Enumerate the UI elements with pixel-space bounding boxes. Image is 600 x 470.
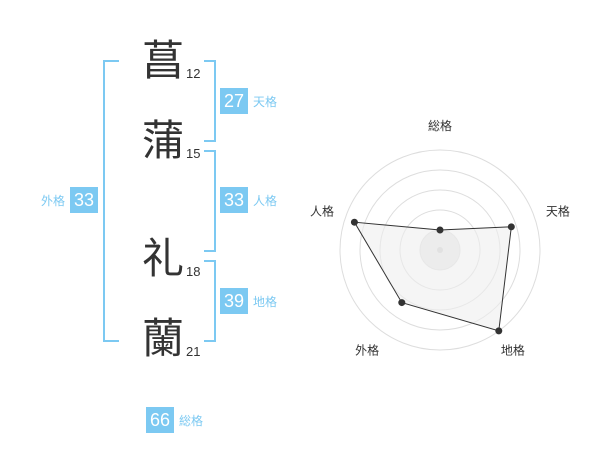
chikaku-label: 地格 [253, 294, 278, 309]
gaikaku-value: 33 [70, 187, 99, 213]
radar-point-5 [350, 218, 358, 226]
tenkaku-bracket [204, 60, 216, 142]
jinkaku-bracket [204, 150, 216, 252]
stroke-count-3: 18 [186, 264, 201, 279]
name-char-3: 礼 [142, 234, 185, 283]
chikaku-badge: 39 地格 [220, 288, 277, 314]
name-char-2: 蒲 [142, 116, 185, 165]
radar-point-1 [436, 226, 444, 234]
stroke-count-1: 12 [186, 66, 201, 81]
name-char-4: 蘭 [142, 314, 185, 363]
jinkaku-badge: 33 人格 [220, 187, 277, 213]
gaikaku-badge: 外格 33 [41, 187, 99, 213]
jinkaku-value: 33 [220, 187, 249, 213]
tenkaku-badge: 27 天格 [220, 88, 277, 114]
radar-series-polygon [353, 221, 512, 332]
radar-axis-label-1: 総格 [428, 118, 452, 133]
tenkaku-value: 27 [220, 88, 249, 114]
soukaku-badge: 66 総格 [146, 407, 203, 433]
radar-point-4 [398, 299, 406, 307]
soukaku-value: 66 [146, 407, 175, 433]
radar-axis-label-3: 地格 [501, 342, 525, 357]
radar-axis-label-5: 人格 [310, 204, 334, 219]
stroke-count-4: 21 [186, 344, 201, 359]
stroke-count-2: 15 [186, 146, 201, 161]
radar-point-2 [507, 223, 515, 231]
tenkaku-label: 天格 [253, 94, 278, 109]
chikaku-value: 39 [220, 288, 249, 314]
chikaku-bracket [204, 260, 216, 342]
radar-point-3 [495, 327, 503, 335]
radar-axis-label-4: 外格 [355, 342, 379, 357]
radar-axis-label-2: 天格 [546, 204, 570, 219]
name-char-1: 菖 [142, 36, 185, 85]
soukaku-label: 総格 [179, 413, 204, 428]
jinkaku-label: 人格 [253, 193, 278, 208]
gaikaku-label: 外格 [41, 193, 66, 208]
gaikaku-bracket [103, 60, 119, 342]
